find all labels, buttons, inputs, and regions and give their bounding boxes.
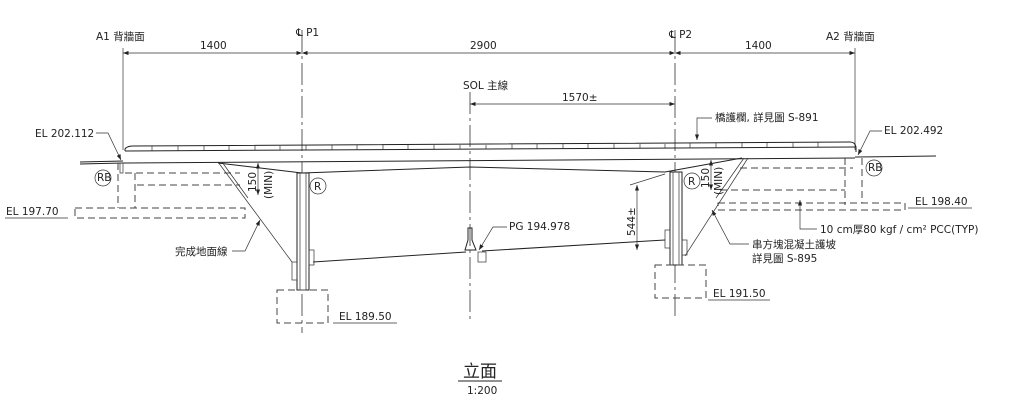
- note-ground: 完成地面線: [175, 245, 228, 258]
- approach-road-left: [79, 160, 124, 163]
- approach-road-left: [79, 162, 124, 165]
- railing-posts: [151, 142, 819, 151]
- dim-clearance-right: 150: [700, 168, 712, 188]
- girder-soffit: [217, 157, 743, 174]
- el-a2-deck: EL 202.492: [884, 125, 943, 137]
- dim-p2-a2: 1400: [745, 40, 772, 52]
- bridge-railing: [124, 141, 857, 152]
- el-p2-footing: EL 191.50: [713, 288, 766, 300]
- a1-slope-line: [217, 161, 293, 263]
- note-slope-protection: 串方塊混凝土護坡: [752, 238, 836, 251]
- svg-text:RB: RB: [97, 172, 112, 184]
- dim-column-height: 544±: [626, 207, 638, 236]
- svg-text:R: R: [688, 176, 695, 188]
- finished-ground-line: [312, 239, 666, 263]
- label-p1: ℄ P1: [295, 27, 319, 39]
- label-a2: A2 背牆面: [826, 30, 875, 43]
- pier-p2-footing: [654, 264, 707, 299]
- deck-slab-bottom: [122, 157, 856, 164]
- dim-clearance-right-note: (MIN): [713, 167, 725, 195]
- pier-p1-column: [296, 172, 310, 291]
- el-p1-footing: EL 189.50: [339, 311, 392, 323]
- deck-top: [124, 146, 857, 152]
- rb-marker-left: RB: [94, 169, 112, 187]
- dim-sol-p2: 1570±: [562, 92, 598, 104]
- dim-clearance-left: 150: [247, 172, 259, 192]
- r-marker-p1: R: [309, 177, 327, 195]
- el-a2-footing: EL 198.40: [915, 196, 968, 208]
- label-a1: A1 背牆面: [96, 30, 145, 43]
- dim-p1-p2: 2900: [470, 40, 497, 52]
- drawing-title: 立面: [463, 362, 497, 382]
- el-a1-footing: EL 197.70: [6, 206, 59, 218]
- note-pcc: 10 cm厚80 kgf / cm² PCC(TYP): [820, 224, 978, 236]
- pg-label: PG 194.978: [509, 221, 570, 233]
- note-railing: 橋護欄, 詳見圖 S-891: [715, 111, 819, 124]
- rb-marker-right: RB: [865, 159, 883, 177]
- svg-text:R: R: [314, 181, 321, 193]
- a2-slope-line: [684, 157, 749, 257]
- note-slope-protection-ref: 詳見圖 S-895: [752, 252, 817, 265]
- svg-text:RB: RB: [868, 162, 883, 174]
- pg-marker: [464, 227, 477, 251]
- label-sol: SOL 主線: [463, 79, 509, 92]
- el-a1-deck: EL 202.112: [35, 128, 94, 140]
- r-marker-p2: R: [683, 172, 701, 190]
- a1-abutment: [74, 163, 246, 219]
- a2-abutment: [717, 158, 906, 211]
- pier-p1-footing: [276, 289, 329, 324]
- label-p2: ℄ P2: [668, 29, 692, 41]
- drawing-scale: 1:200: [467, 385, 497, 397]
- approach-road-right: [854, 155, 937, 158]
- dim-clearance-left-note: (MIN): [263, 171, 275, 199]
- dim-a1-p1: 1400: [200, 40, 227, 52]
- pier-p2-column: [669, 171, 683, 266]
